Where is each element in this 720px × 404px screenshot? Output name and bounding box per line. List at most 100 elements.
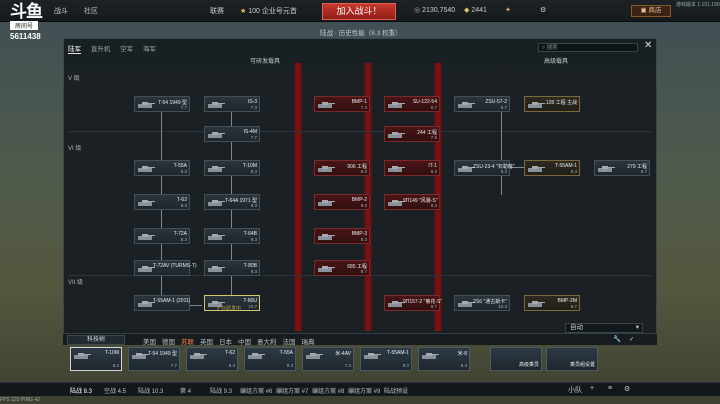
tech-tree-selector[interactable]: 科技树 <box>67 335 125 345</box>
bottom-control[interactable]: ⚙ <box>624 386 631 393</box>
crew-extra-slot[interactable]: 高级乘员 <box>490 347 542 371</box>
crew-extra-label: 高级乘员 <box>518 362 539 368</box>
lightbulb-icon[interactable]: ✦ <box>505 7 511 14</box>
nav-item[interactable]: 战斗 <box>54 8 68 15</box>
vehicle-name: BMP-1 <box>351 99 367 105</box>
preset-tab[interactable]: 编组方案 #7 <box>276 389 309 395</box>
tank-icon <box>208 301 225 307</box>
vehicle-card[interactable]: 9П157-2 "菊花-S"9.7 <box>384 295 442 311</box>
check-icon[interactable]: ✓ <box>629 336 635 343</box>
tab-air[interactable]: 空军 <box>120 46 134 53</box>
preset-tab[interactable]: 编组方案 #8 <box>312 389 345 395</box>
game-mode-label[interactable]: 陆战 · 历史性能（8.3 权重） <box>320 30 402 37</box>
bottom-control[interactable]: 小队 <box>568 387 582 394</box>
bottom-control[interactable]: + <box>590 385 595 392</box>
nation-tab[interactable]: 意大利 <box>257 339 277 346</box>
vehicle-card[interactable]: 128 工程 主战 <box>524 96 580 112</box>
join-battle-button[interactable]: 加入战斗！ <box>322 3 396 20</box>
tab-ground[interactable]: 陆军 <box>68 46 81 54</box>
nation-tab[interactable]: 中国 <box>238 339 251 346</box>
tank-icon <box>318 102 335 108</box>
crew-extra-slot[interactable]: 乘员组设置 <box>546 347 598 371</box>
vehicle-name: BMP-2M <box>557 298 577 304</box>
logo-sub: 房间号 <box>10 21 38 30</box>
nation-tab[interactable]: 苏联 <box>181 339 194 346</box>
nav-item[interactable]: 联赛 <box>210 8 224 15</box>
preset-tab[interactable]: 陆战预设 <box>384 389 409 395</box>
nation-tab[interactable]: 美国 <box>143 339 156 346</box>
preset-tab[interactable]: 第 4 <box>180 389 192 395</box>
vehicle-card[interactable]: 2S6 "通古斯卡"10.3 <box>454 295 510 311</box>
vehicle-name: 9П149 "风暴-S" <box>403 198 438 204</box>
shop-button[interactable]: ▣ 商店 <box>631 5 671 17</box>
tank-icon <box>528 166 545 172</box>
vehicle-name: T-55AM-1 <box>555 163 577 169</box>
vehicle-card[interactable]: T-55AM-1 (2011) <box>134 295 190 311</box>
tank-icon <box>138 102 155 108</box>
nation-tab[interactable]: 法国 <box>282 339 296 346</box>
nation-tab[interactable]: 日本 <box>219 339 232 346</box>
nav-item[interactable]: 社区 <box>84 8 98 15</box>
nation-tab[interactable]: 英国 <box>200 339 213 346</box>
nation-tab[interactable]: 瑞典 <box>301 339 315 346</box>
preset-tab[interactable]: 空战 4.5 <box>104 389 127 395</box>
search-input[interactable]: ⌕ 搜索 <box>538 43 638 52</box>
vehicle-card[interactable]: ZSU-23-4 "石勒喀"8.3 <box>454 160 515 176</box>
cart-icon: ▣ <box>640 7 647 14</box>
auto-select[interactable]: 自动 ▾ <box>565 323 643 333</box>
preset-tab[interactable]: 编组方案 #9 <box>348 389 381 395</box>
vehicle-name: ZSU-23-4 "石勒喀" <box>473 164 515 170</box>
preset-tab[interactable]: 陆战 9.3 <box>210 389 233 395</box>
battle-rating: 8.3 <box>430 203 437 208</box>
selected-caption: 正在研发中 <box>216 306 242 312</box>
preset-tab[interactable]: 陆战 10.3 <box>138 389 164 395</box>
crew-vehicle-name: T-62 <box>224 350 235 356</box>
bottom-control[interactable]: ≡ <box>608 385 613 392</box>
version-label: 游戏版本 1.101.190 <box>676 2 720 8</box>
preset-tab[interactable]: 陆战 8.3 <box>70 389 93 395</box>
settings-icon[interactable]: ⚙ <box>540 7 547 14</box>
vehicle-card[interactable]: T-72AV (TURMS-T) <box>134 260 197 276</box>
tank-icon <box>208 266 225 272</box>
battle-rating: 8.3 <box>112 363 119 368</box>
tab-naval[interactable]: 海军 <box>142 46 156 53</box>
preset-tab[interactable]: 编组方案 #6 <box>240 389 273 395</box>
vehicle-card[interactable]: 9П149 "风暴-S"8.3 <box>384 194 440 210</box>
nation-tab[interactable]: 德国 <box>162 339 175 346</box>
tank-icon <box>318 234 335 240</box>
tab-helicopter[interactable]: 直升机 <box>90 46 111 53</box>
wrench-icon[interactable]: 🔧 <box>613 336 622 343</box>
crew-vehicle-name: T-55AM-1 <box>387 350 409 356</box>
close-icon[interactable]: ✕ <box>644 40 653 51</box>
